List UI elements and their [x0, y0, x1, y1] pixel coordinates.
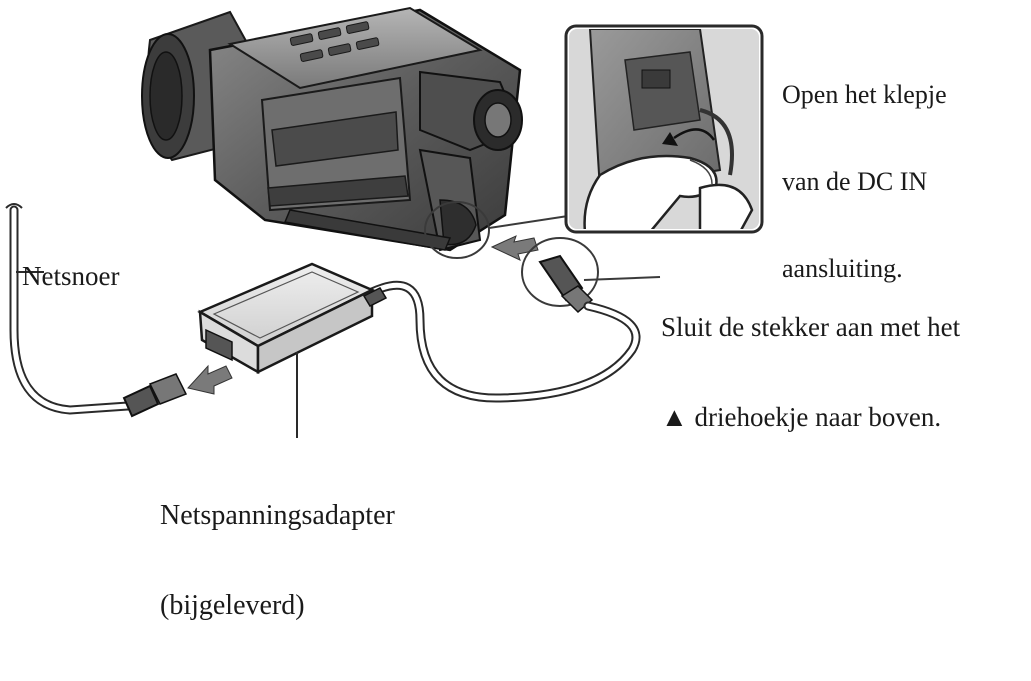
dc-in-cover-detail: [564, 24, 764, 234]
ac-adapter-icon: [197, 262, 388, 375]
inset-leader-line: [488, 215, 569, 229]
cables: [9, 205, 641, 415]
connect-plug-line-1: Sluit de stekker aan met het: [661, 312, 961, 342]
insert-arrow-icon: [490, 235, 539, 261]
connect-plug-line-2: ▲ driehoekje naar boven.: [661, 402, 942, 432]
open-cover-line-1: Open het klepje: [782, 80, 947, 109]
adapter-insert-arrow-icon: [187, 364, 233, 395]
mains-cord-label: Netsnoer: [22, 261, 120, 291]
open-cover-line-3: aansluiting.: [782, 254, 903, 283]
plug-leader-line: [583, 276, 661, 281]
cord-break-mark: [5, 203, 23, 209]
ac-adapter-label: Netspanningsadapter (bijgeleverd): [160, 441, 395, 681]
connection-diagram: Open het klepje van de DC IN aansluiting…: [5, 6, 960, 621]
open-cover-line-2: van de DC IN: [782, 167, 928, 196]
ac-adapter-line-2: (bijgeleverd): [160, 590, 305, 621]
camcorder-icon: [141, 6, 523, 252]
ac-plug-icon: [122, 373, 188, 418]
dc-in-highlight: [424, 201, 490, 259]
dc-plug-icon: [521, 237, 661, 314]
connect-plug-label: Sluit de stekker aan met het ▲ driehoekj…: [661, 252, 960, 492]
diagram-artwork: [5, 6, 764, 438]
ac-adapter-line-1: Netspanningsadapter: [160, 500, 395, 531]
open-cover-label: Open het klepje van de DC IN aansluiting…: [782, 22, 947, 341]
